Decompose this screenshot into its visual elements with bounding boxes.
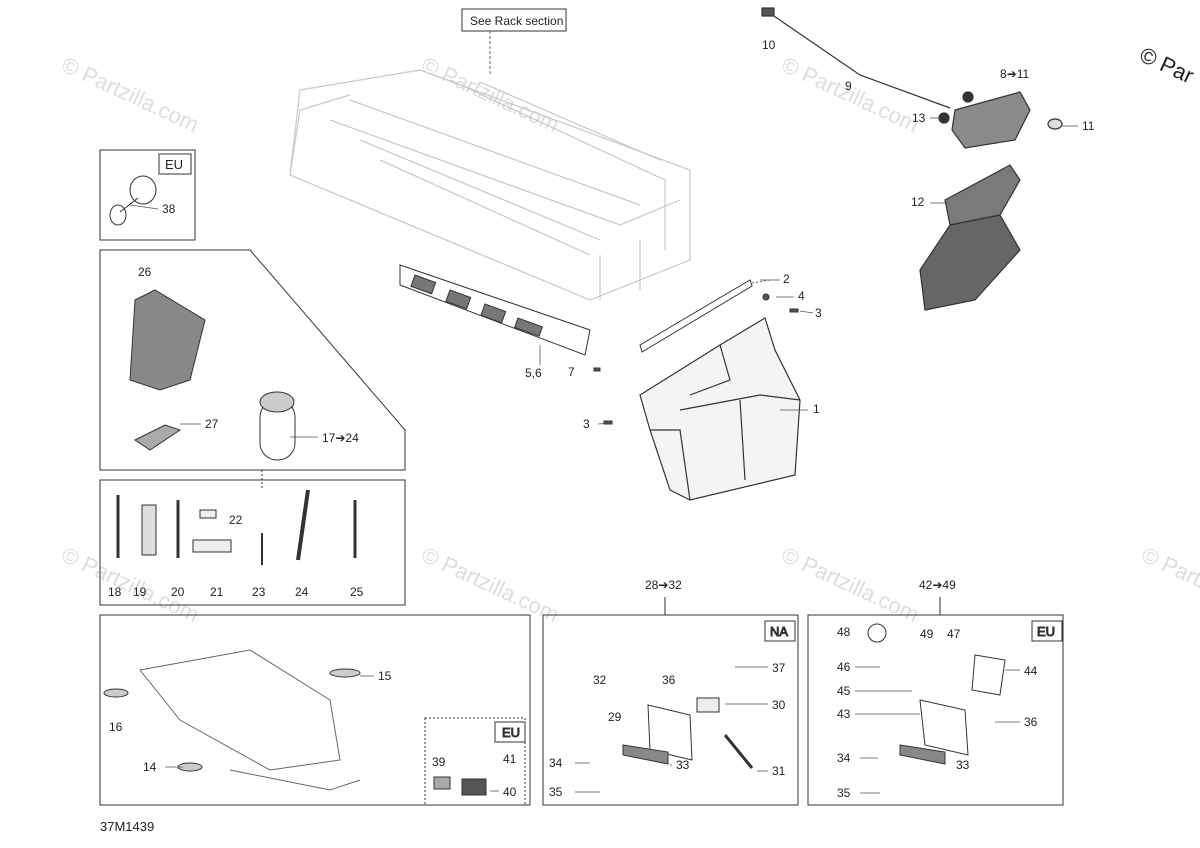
svg-text:NA: NA (770, 624, 788, 639)
watermark: © Partzilla.com (418, 52, 563, 137)
callout-35: 35 (837, 786, 851, 800)
callout-27: 27 (205, 417, 219, 431)
callout-22: 22 (229, 513, 243, 527)
callout-48: 48 (837, 625, 851, 639)
eu-box-right: EU (807, 597, 1064, 806)
watermark: © Partzilla.com (1138, 542, 1200, 627)
callout-38: 38 (162, 202, 176, 216)
snowmobile-box: EU (99, 614, 531, 806)
callout-17-24: 17➔24 (322, 431, 359, 445)
callout-30: 30 (772, 698, 786, 712)
callout-25: 25 (350, 585, 364, 599)
callout-16: 16 (109, 720, 123, 734)
tools-box (99, 479, 406, 606)
callout-44: 44 (1024, 664, 1038, 678)
drawing-code: 37M1439 (100, 819, 154, 834)
callout-21: 21 (210, 585, 224, 599)
callout-3: 3 (815, 306, 822, 320)
callout-28-32: 28➔32 (645, 578, 682, 592)
svg-text:EU: EU (165, 157, 183, 172)
callouts: 1 2 3 3 4 5,6 7 8➔11 9 10 11 12 13 38 26… (108, 38, 1095, 800)
callout-49: 49 (920, 627, 934, 641)
callout-40: 40 (503, 785, 517, 799)
callout-34: 34 (549, 756, 563, 770)
callout-39: 39 (432, 755, 446, 769)
callout-2: 2 (783, 272, 790, 286)
svg-text:See Rack section: See Rack section (470, 14, 563, 28)
callout-13: 13 (912, 111, 926, 125)
svg-text:EU: EU (502, 725, 520, 740)
watermark: © Partzilla.com (778, 52, 923, 137)
rack-illustration (289, 69, 691, 301)
callout-45: 45 (837, 684, 851, 698)
callout-43: 43 (837, 707, 851, 721)
callout-9: 9 (845, 79, 852, 93)
callout-26: 26 (138, 265, 152, 279)
svg-text:EU: EU (1037, 624, 1055, 639)
callout-19: 19 (133, 585, 147, 599)
callout-5-6: 5,6 (525, 366, 542, 380)
callout-4: 4 (798, 289, 805, 303)
callout-33: 33 (956, 758, 970, 772)
callout-3: 3 (583, 417, 590, 431)
callout-23: 23 (252, 585, 266, 599)
callout-33: 33 (676, 758, 690, 772)
callout-37: 37 (772, 661, 786, 675)
callout-34: 34 (837, 751, 851, 765)
callout-1: 1 (813, 402, 820, 416)
tail-light-assembly (761, 7, 1063, 311)
callout-11: 11 (1082, 119, 1095, 133)
callout-15: 15 (378, 669, 392, 683)
hinge-strip (639, 279, 771, 353)
callout-36: 36 (1024, 715, 1038, 729)
callout-24: 24 (295, 585, 309, 599)
callout-42-49: 42➔49 (919, 578, 956, 592)
eu-box-38: EU (99, 149, 196, 241)
leader-lines (129, 117, 1078, 794)
callout-29: 29 (608, 710, 622, 724)
watermark: © Partzilla.com (418, 542, 563, 627)
see-rack-label: See Rack section (461, 8, 567, 75)
callout-10: 10 (762, 38, 776, 52)
fasteners (593, 293, 799, 425)
callout-31: 31 (772, 764, 786, 778)
callout-47: 47 (947, 627, 961, 641)
callout-35: 35 (549, 785, 563, 799)
callout-12: 12 (911, 195, 925, 209)
callout-46: 46 (837, 660, 851, 674)
callout-8-11: 8➔11 (1000, 67, 1030, 81)
snow-flap (639, 317, 801, 501)
side-strip (399, 264, 591, 356)
copyright-text: © Par (1136, 42, 1198, 89)
watermark: © Partzilla.com (58, 52, 203, 137)
toolkit-box (99, 249, 406, 490)
callout-18: 18 (108, 585, 122, 599)
callout-20: 20 (171, 585, 185, 599)
callout-7: 7 (568, 365, 575, 379)
callout-14: 14 (143, 760, 157, 774)
callout-41: 41 (503, 752, 517, 766)
callout-32: 32 (593, 673, 607, 687)
watermark: © Partzilla.com (778, 542, 923, 627)
callout-36: 36 (662, 673, 676, 687)
na-box: NA (542, 597, 799, 806)
